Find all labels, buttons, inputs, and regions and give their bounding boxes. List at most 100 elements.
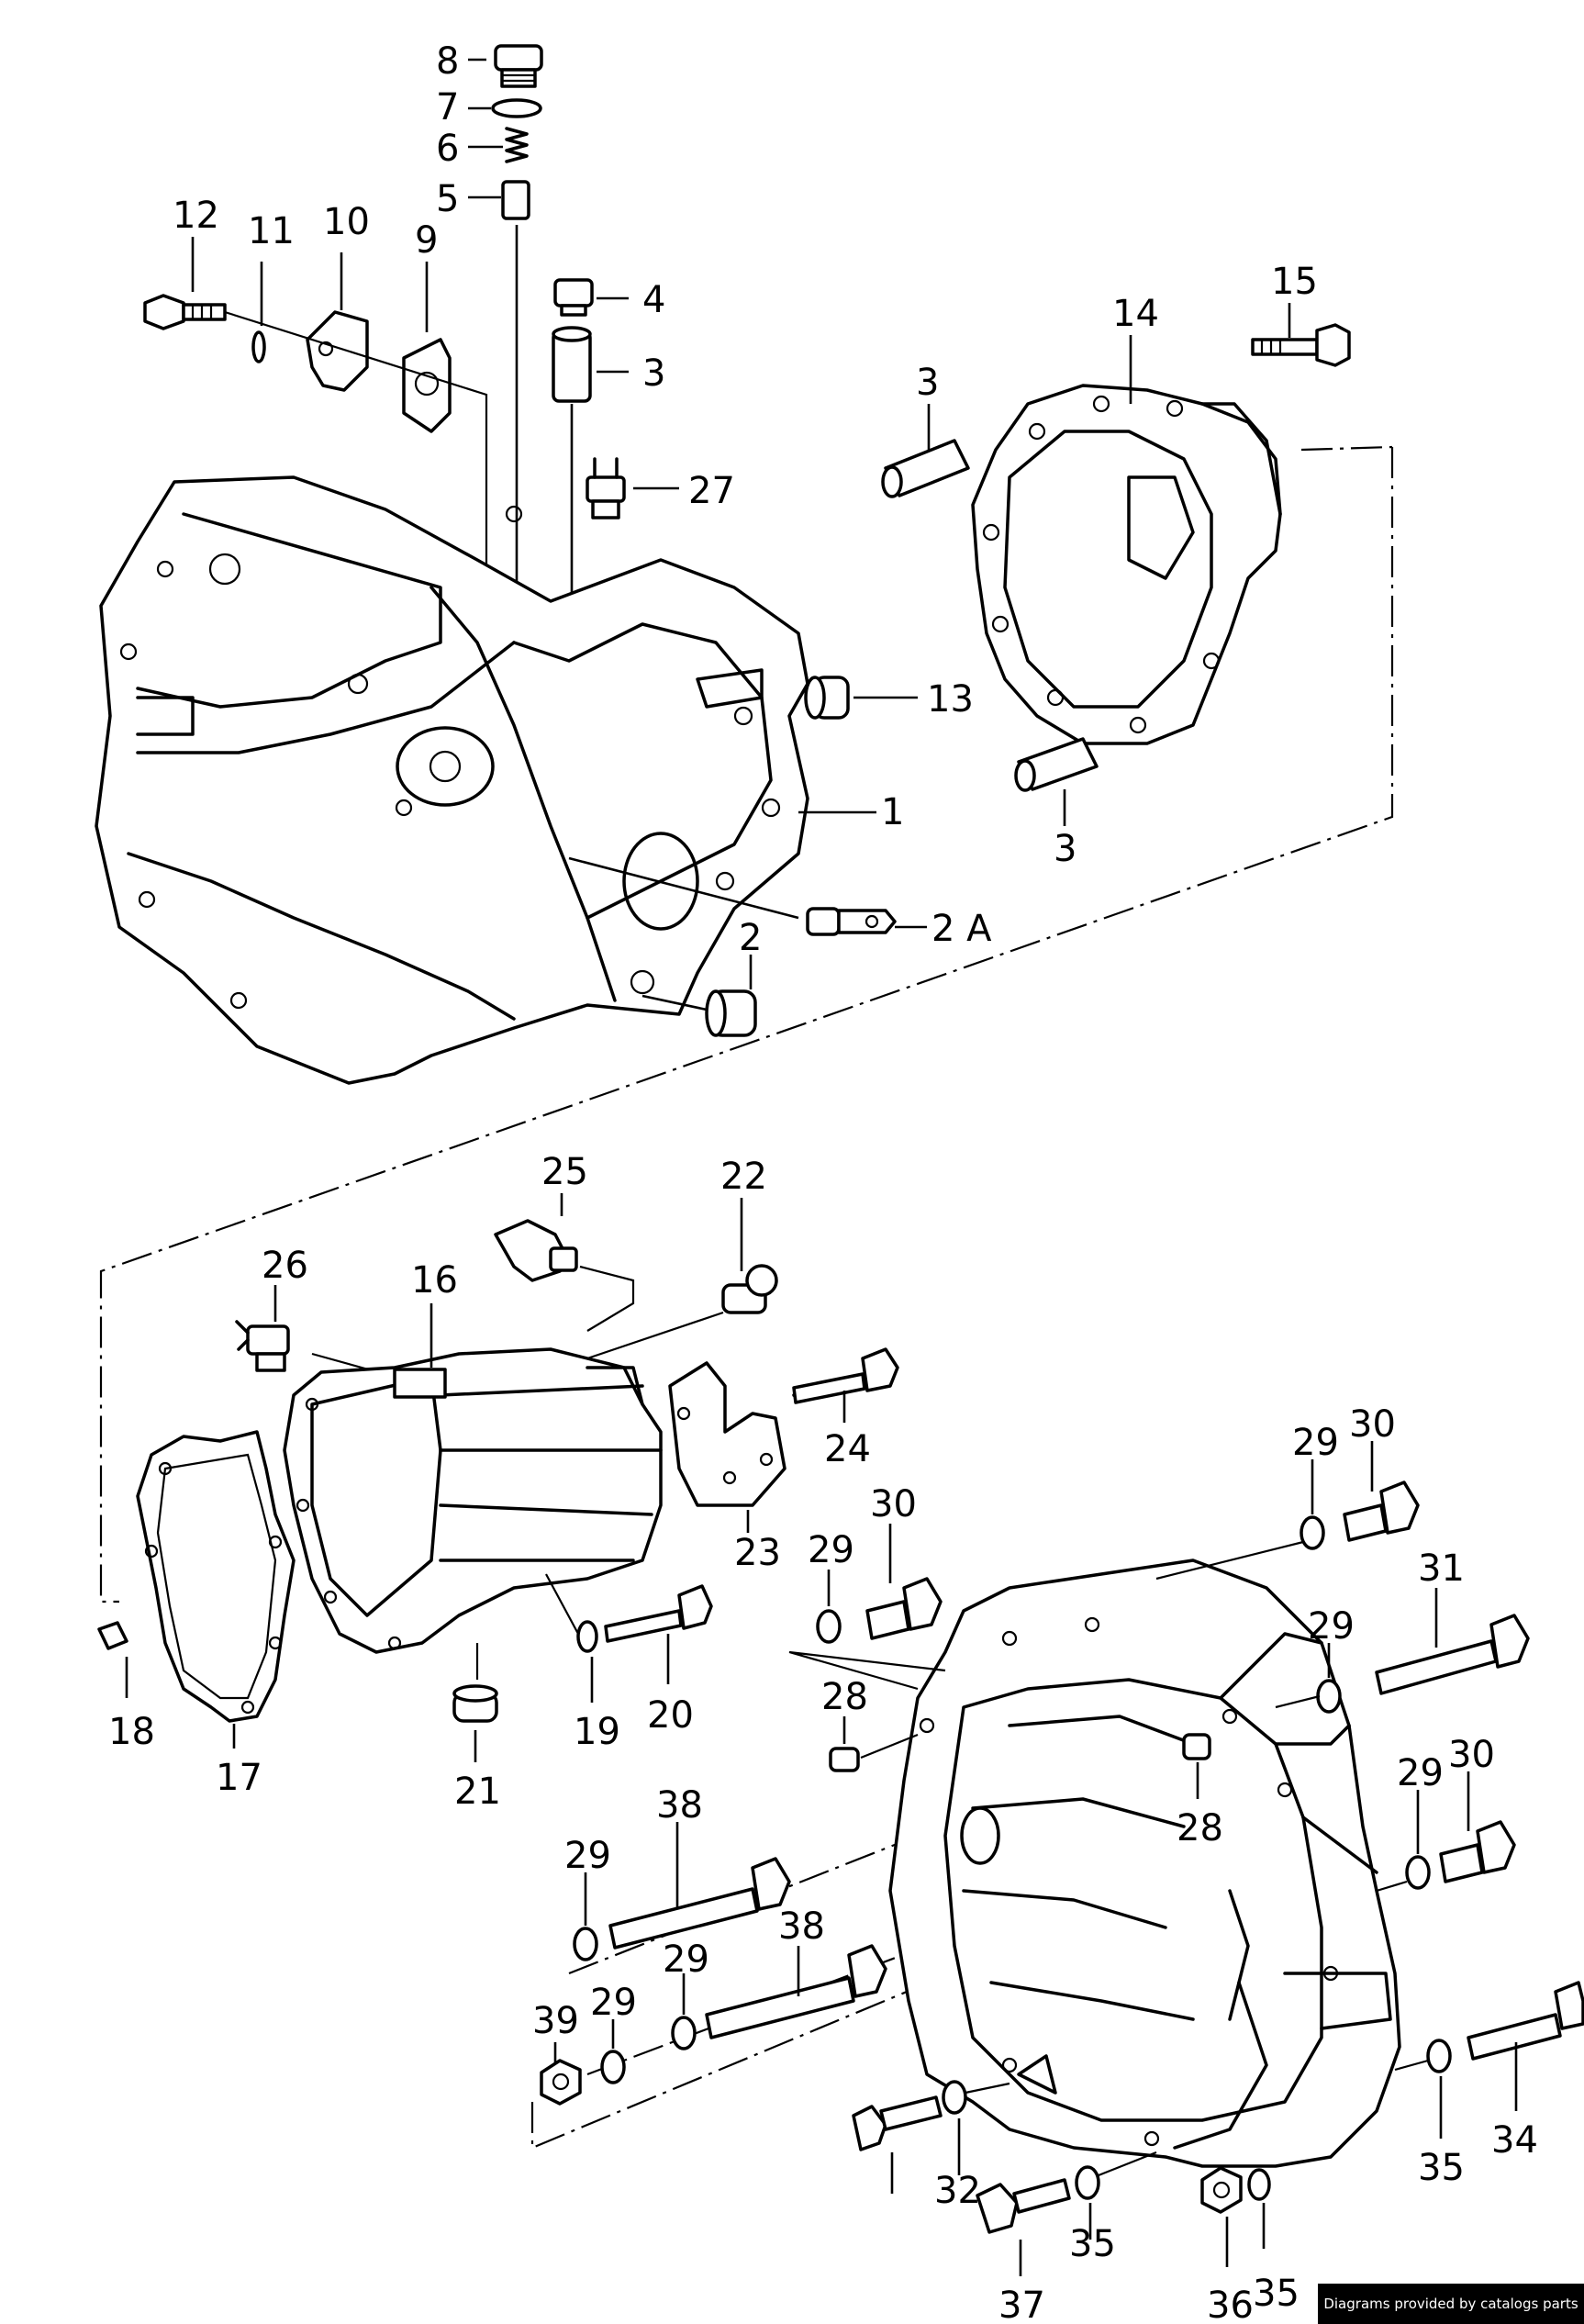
spring-6 <box>505 127 529 163</box>
plug-21 <box>452 1684 498 1762</box>
washer-19 <box>576 1620 598 1703</box>
callout-8: 8 <box>436 40 459 83</box>
bolt-31 <box>1275 1588 1530 1709</box>
cover-14 <box>971 335 1282 745</box>
bolt-30-c <box>1439 1771 1516 1883</box>
callout-4: 4 <box>642 279 665 321</box>
callout-31: 31 <box>1418 1547 1465 1590</box>
bushing-13 <box>804 676 918 720</box>
dowel-28-right <box>1182 1733 1211 1799</box>
switch-27 <box>586 457 679 520</box>
callout-10: 10 <box>323 201 370 243</box>
washer-29-a <box>1155 1459 1325 1581</box>
callout-3-upper: 3 <box>916 362 939 404</box>
callout-29-g: 29 <box>590 1982 637 2024</box>
axis-line-12 <box>224 310 488 597</box>
spring-washer-11 <box>251 262 266 363</box>
plunger-5 <box>501 180 530 220</box>
bracket-10 <box>306 252 369 392</box>
sleeve-3-upper <box>881 404 970 498</box>
gasket-17 <box>136 1430 296 1749</box>
lead-28-line <box>788 1650 946 1691</box>
callout-6: 6 <box>436 128 459 170</box>
callout-17: 17 <box>216 1757 262 1799</box>
sensor-26 <box>235 1285 396 1379</box>
callout-25: 25 <box>541 1151 588 1193</box>
sensor-25 <box>494 1193 635 1332</box>
callout-18: 18 <box>108 1711 155 1753</box>
callout-29-e: 29 <box>564 1835 611 1877</box>
leader-lines-top <box>468 58 629 610</box>
callout-3-top: 3 <box>642 352 665 395</box>
callout-12: 12 <box>173 195 219 237</box>
bell-housing-lower <box>888 1559 1401 2168</box>
callout-11: 11 <box>248 210 295 252</box>
nut-39 <box>540 2042 582 2106</box>
bolt-24 <box>792 1347 899 1423</box>
plug-screw-8 <box>494 44 543 88</box>
gear-case-16 <box>283 1303 663 1680</box>
callout-38-b: 38 <box>778 1905 825 1948</box>
callout-35-b: 35 <box>1069 2223 1116 2265</box>
pin-18 <box>97 1621 128 1698</box>
gasket-9 <box>402 262 452 433</box>
bracket-23 <box>668 1361 786 1533</box>
callout-2A: 2 A <box>931 908 992 950</box>
callout-34: 34 <box>1491 2119 1538 2162</box>
callout-3-lower: 3 <box>1054 828 1076 870</box>
callout-32: 32 <box>934 2170 981 2212</box>
bolt-34-group <box>1394 1981 1584 2139</box>
callout-28-right: 28 <box>1177 1807 1223 1849</box>
transmission-housing-1 <box>95 475 876 1085</box>
callout-29-a: 29 <box>1292 1422 1339 1464</box>
callout-37: 37 <box>998 2285 1045 2324</box>
callout-36: 36 <box>1207 2285 1254 2324</box>
washer-29-d <box>1376 1790 1431 1893</box>
washer-29-e <box>573 1872 598 1961</box>
callout-16: 16 <box>411 1259 458 1302</box>
bolt-15 <box>1251 303 1351 367</box>
bolt-32-group <box>852 2080 1010 2194</box>
callout-21: 21 <box>454 1771 501 1813</box>
credit-banner: Diagrams provided by catalogs parts <box>1318 2284 1584 2324</box>
callout-14: 14 <box>1112 293 1159 335</box>
callout-39: 39 <box>532 2000 579 2042</box>
callout-20: 20 <box>647 1694 694 1737</box>
callout-29-c: 29 <box>1308 1605 1355 1648</box>
dowel-28-left <box>829 1716 919 1772</box>
seal-ring-7 <box>491 98 542 118</box>
bolt-30-b <box>865 1524 943 1640</box>
bolt-38-b <box>705 1944 887 2039</box>
callout-23: 23 <box>734 1532 781 1574</box>
callout-24: 24 <box>824 1428 871 1470</box>
sleeve-3-lower <box>1014 737 1099 826</box>
callout-1: 1 <box>881 791 904 833</box>
callout-labels: 8 7 6 5 12 11 10 9 4 3 27 14 15 3 13 1 3… <box>108 40 1538 2324</box>
sensor-bracket-2A <box>568 856 927 936</box>
callout-5: 5 <box>436 178 459 220</box>
callout-26: 26 <box>262 1245 308 1287</box>
callout-30-c: 30 <box>1448 1734 1495 1776</box>
callout-22: 22 <box>720 1156 767 1198</box>
callout-2: 2 <box>739 917 762 959</box>
plug-22 <box>586 1198 778 1360</box>
callout-30-a: 30 <box>1349 1403 1396 1446</box>
callout-28-left: 28 <box>821 1676 868 1718</box>
sleeve-3-top <box>552 326 592 403</box>
callout-35-a: 35 <box>1418 2147 1465 2189</box>
bushing-2 <box>641 955 757 1037</box>
bolt-12 <box>143 237 227 330</box>
callout-7: 7 <box>436 86 459 128</box>
bolt-20 <box>604 1584 713 1684</box>
callout-27: 27 <box>688 470 735 512</box>
washer-29-f <box>671 1973 697 2050</box>
callout-29-b: 29 <box>808 1529 854 1571</box>
callout-13: 13 <box>927 678 974 721</box>
bolt-37-group <box>976 2151 1157 2276</box>
callout-30-b: 30 <box>870 1483 917 1525</box>
callout-15: 15 <box>1271 261 1318 303</box>
callout-19: 19 <box>574 1711 620 1753</box>
cap-4 <box>553 278 594 317</box>
washer-29-g <box>600 2019 626 2084</box>
